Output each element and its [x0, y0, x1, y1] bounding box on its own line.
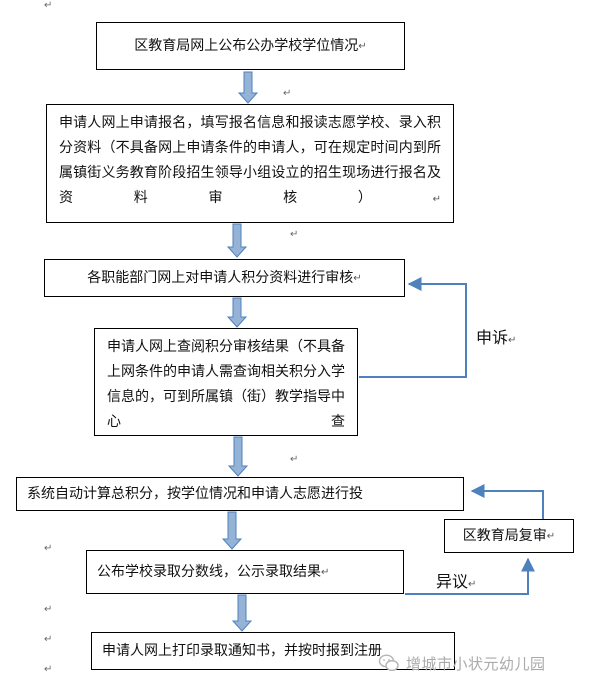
step-publish-results: 公布学校录取分数线，公示录取结果↵ [86, 550, 404, 594]
paragraph-mark: ↵ [44, 0, 53, 11]
flow-arrow-5-6 [221, 511, 243, 550]
paragraph-mark: ↵ [290, 229, 299, 240]
paragraph-mark: ↵ [290, 454, 299, 465]
appeal-label-text: 申诉 [476, 328, 509, 347]
paragraph-mark: ↵ [283, 88, 292, 99]
review-connector [470, 484, 544, 519]
step-departments-review: 各职能部门网上对申请人积分资料进行审核↵ [44, 259, 405, 297]
flow-arrow-3-4 [226, 297, 248, 328]
step-publish-results-text: 公布学校录取分数线，公示录取结果 [97, 563, 321, 580]
step-check-results: 申请人网上查阅积分审核结果（不具备上网条件的申请人需查询相关积分入学信息的，可到… [94, 328, 358, 436]
flow-arrow-4-5 [227, 436, 249, 477]
step-auto-calculate-text: 系统自动计算总积分，按学位情况和申请人志愿进行投 [27, 485, 363, 502]
step-auto-calculate: 系统自动计算总积分，按学位情况和申请人志愿进行投 [16, 477, 464, 511]
flow-arrow-1-2 [237, 71, 259, 104]
objection-label-text: 异议 [436, 572, 469, 591]
review-box: 区教育局复审↵ [444, 519, 574, 553]
flow-arrow-6-7 [231, 594, 253, 632]
step-announce-seats: 区教育局网上公布公办学校学位情况↵ [96, 22, 405, 70]
objection-connector [405, 557, 535, 595]
flow-arrow-2-3 [226, 223, 248, 258]
step-announce-seats-text: 区教育局网上公布公办学校学位情况 [134, 37, 359, 54]
paragraph-mark: ↵ [468, 579, 477, 590]
paragraph-mark: ↵ [44, 604, 53, 615]
paragraph-mark: ↵ [353, 272, 362, 284]
appeal-label: 申诉↵ [476, 324, 516, 348]
step-print-notice-text: 申请人网上打印录取通知书，并按时报到注册 [102, 642, 382, 659]
step-departments-review-text: 各职能部门网上对申请人积分资料进行审核 [87, 269, 354, 286]
paragraph-mark: ↵ [44, 543, 53, 554]
paragraph-mark: ↵ [44, 634, 53, 645]
appeal-connector [359, 277, 467, 378]
paragraph-mark: ↵ [44, 664, 53, 675]
wechat-icon [378, 654, 399, 672]
paragraph-mark: ↵ [546, 530, 556, 542]
watermark-text: 增城市小状元幼儿园 [406, 654, 546, 673]
paragraph-mark: ↵ [321, 566, 330, 578]
objection-label: 异议↵ [436, 568, 476, 592]
paragraph-mark: ↵ [432, 194, 441, 205]
step-check-results-text: 申请人网上查阅积分审核结果（不具备上网条件的申请人需查询相关积分入学信息的，可到… [107, 339, 345, 430]
paragraph-mark: ↵ [358, 40, 367, 52]
watermark: 增城市小状元幼儿园 [378, 650, 593, 676]
review-box-text: 区教育局复审 [462, 527, 547, 544]
step-online-application-text: 申请人网上申请报名，填写报名信息和报读志愿学校、录入积分资料（不具备网上申请条件… [59, 115, 441, 206]
step-online-application: 申请人网上申请报名，填写报名信息和报读志愿学校、录入积分资料（不具备网上申请条件… [46, 104, 454, 223]
paragraph-mark: ↵ [508, 335, 517, 346]
